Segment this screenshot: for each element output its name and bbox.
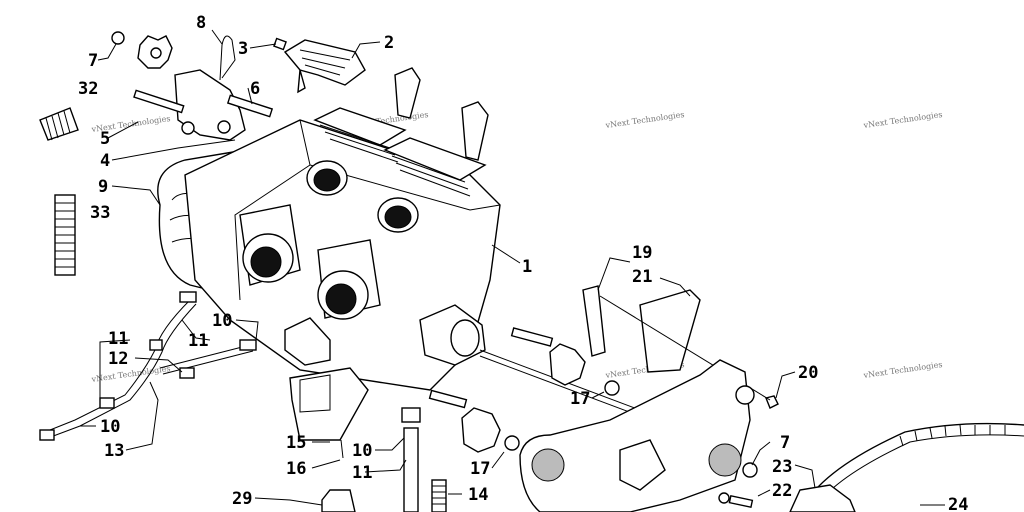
callout-3: 3 — [238, 39, 248, 59]
callout-10-bottom: 10 — [352, 441, 372, 461]
watermark-8: vNext Technologies — [862, 360, 943, 380]
callout-33: 33 — [90, 203, 110, 223]
nut-star-assembly-part — [111, 31, 173, 69]
callout-7-top: 7 — [88, 51, 98, 71]
callout-10-middle: 10 — [212, 311, 232, 331]
callout-2: 2 — [384, 33, 394, 53]
callout-16: 16 — [286, 459, 306, 479]
vertical-hose-part — [401, 407, 421, 512]
callout-17-upper: 17 — [570, 389, 590, 409]
callout-21: 21 — [632, 267, 652, 287]
spring-14-part — [431, 479, 447, 512]
intake-housing-part — [289, 367, 369, 459]
callout-6: 6 — [250, 79, 260, 99]
bolt-5-part — [133, 89, 185, 114]
callout-12: 12 — [108, 349, 128, 369]
callout-7-bottom: 7 — [780, 433, 790, 453]
callout-15: 15 — [286, 433, 306, 453]
plate-21-part — [639, 289, 701, 373]
callout-5: 5 — [100, 129, 110, 149]
callout-17-lower: 17 — [470, 459, 490, 479]
callout-10-left: 10 — [100, 417, 120, 437]
callout-8: 8 — [196, 13, 206, 33]
callout-11-middle: 11 — [188, 331, 208, 351]
callout-23: 23 — [772, 457, 792, 477]
callout-20: 20 — [798, 363, 818, 383]
mount-bolts-part — [428, 327, 620, 453]
plate-19-part — [582, 285, 606, 357]
watermark-4: vNext Technologies — [862, 110, 943, 130]
callout-14: 14 — [468, 485, 488, 505]
callout-19: 19 — [632, 243, 652, 263]
callout-4: 4 — [100, 151, 110, 171]
callout-13: 13 — [104, 441, 124, 461]
watermark-3: vNext Technologies — [604, 110, 685, 130]
callout-11-bottom: 11 — [352, 463, 372, 483]
engine-block-part — [184, 67, 641, 417]
mount-29-part — [321, 489, 356, 512]
callout-29: 29 — [232, 489, 252, 509]
clip-part — [273, 37, 287, 51]
throttle-linkage-part — [284, 317, 331, 366]
callout-32: 32 — [78, 79, 98, 99]
spring-32-part — [39, 107, 79, 141]
callout-24: 24 — [948, 495, 968, 512]
leader-lines — [80, 29, 945, 506]
watermark-5: vNext Technologies — [90, 364, 171, 384]
spring-clip-part — [219, 35, 236, 81]
chaincase-mount-plate-part — [519, 359, 758, 512]
callout-1: 1 — [522, 257, 532, 277]
callout-22: 22 — [772, 481, 792, 501]
drive-belt-clutch-part — [789, 422, 1024, 512]
spring-33-part — [54, 194, 76, 276]
coolant-hoses-part — [39, 291, 257, 441]
callout-11-left: 11 — [108, 329, 128, 349]
lift-handle-part — [283, 39, 366, 94]
callout-9: 9 — [98, 177, 108, 197]
